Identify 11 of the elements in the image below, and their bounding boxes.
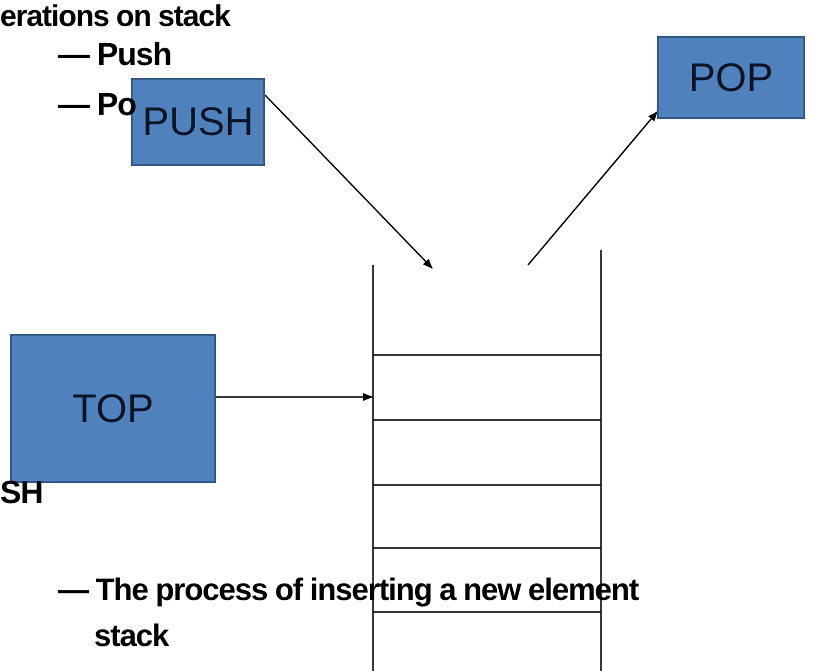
process-box <box>657 36 805 119</box>
bullet-text: SH <box>0 474 42 511</box>
box-label: PUSH <box>142 102 254 142</box>
bullet-text: stack <box>94 618 168 654</box>
bullet-text: — Push <box>58 36 172 73</box>
arrow <box>264 94 433 269</box>
arrow <box>527 111 658 266</box>
box-label: TOP <box>72 388 154 428</box>
arrow <box>216 393 373 401</box>
heading-text: erations on stack <box>0 0 230 34</box>
box-label: POP <box>688 58 774 98</box>
